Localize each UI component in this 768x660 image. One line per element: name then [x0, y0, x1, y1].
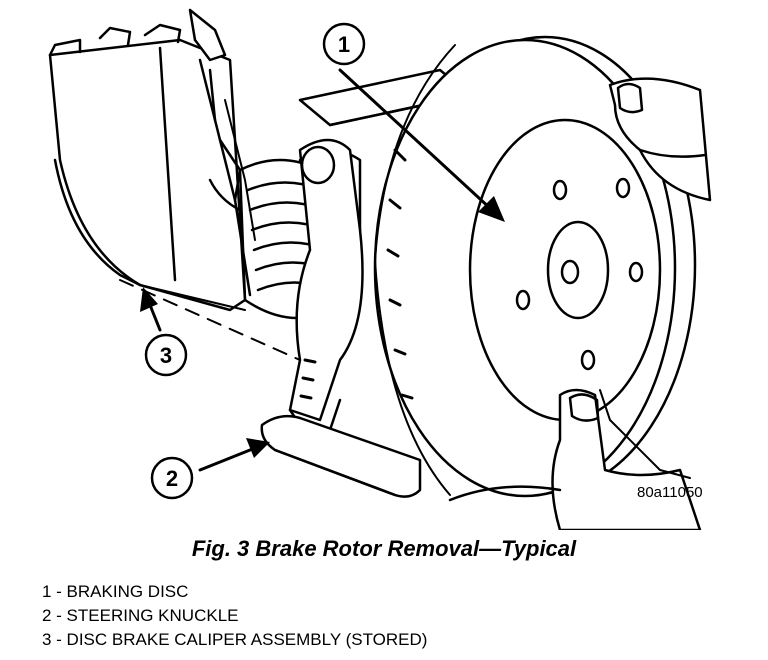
- figure-code: 80a11050: [637, 484, 703, 501]
- legend-item: 3 - DISC BRAKE CALIPER ASSEMBLY (STORED): [42, 630, 428, 649]
- brake-pad: [260, 414, 422, 498]
- callout-2-label: 2: [166, 466, 178, 491]
- callout-1-circle: [322, 22, 366, 66]
- lower-hand: [448, 388, 702, 530]
- callout-3-circle: [144, 333, 188, 377]
- steering-knuckle: [288, 138, 364, 432]
- caliper-assembly: [48, 8, 301, 361]
- figure-caption: Fig. 3 Brake Rotor Removal—Typical: [191, 536, 577, 561]
- callout-3-label: 3: [160, 343, 172, 368]
- leader-lines: [140, 68, 691, 479]
- brake-rotor-illustration: 1 2 3 80a11050: [48, 8, 712, 530]
- braking-disc: [373, 35, 697, 498]
- callout-1-label: 1: [338, 32, 350, 57]
- legend-item: 1 - BRAKING DISC: [42, 582, 189, 601]
- legend-item: 2 - STEERING KNUCKLE: [42, 606, 239, 625]
- upper-hand: [608, 77, 712, 202]
- callout-2-circle: [150, 456, 194, 500]
- parts-legend: 1 - BRAKING DISC 2 - STEERING KNUCKLE 3 …: [42, 580, 427, 652]
